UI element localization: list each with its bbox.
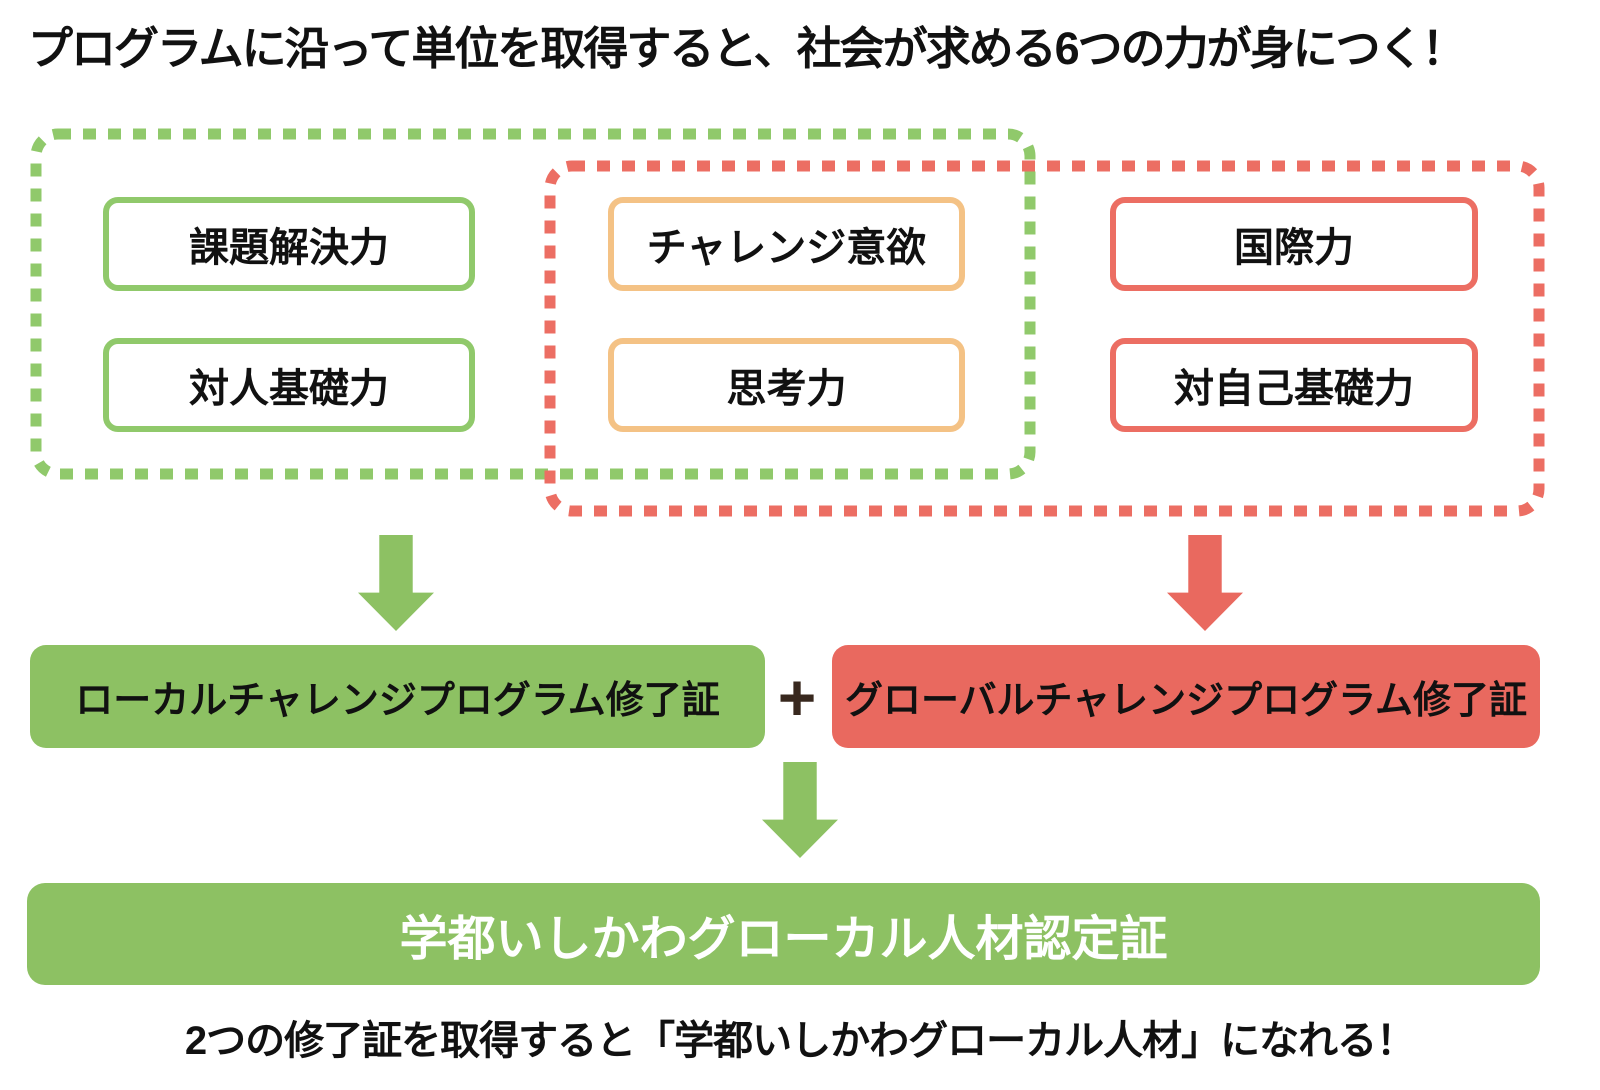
page-title: プログラムに沿って単位を取得すると、社会が求める6つの力が身につく！ — [28, 23, 1467, 74]
ability-label: チャレンジ意欲 — [646, 226, 927, 270]
ability-label: 国際力 — [1234, 226, 1354, 270]
local-certificate-box: ローカルチャレンジプログラム修了証 — [30, 645, 765, 748]
ability-box-interpersonal: 対人基礎力 — [103, 338, 475, 432]
plus-sign: + — [777, 659, 817, 734]
ability-label: 課題解決力 — [189, 226, 389, 270]
local-group-dashed-outline — [30, 128, 1036, 480]
global-group-dashed-outline — [544, 160, 1545, 517]
local-certificate-label: ローカルチャレンジプログラム修了証 — [75, 680, 720, 722]
ability-box-challenge-spirit: チャレンジ意欲 — [608, 197, 965, 291]
global-certificate-label: グローバルチャレンジプログラム修了証 — [844, 680, 1528, 722]
footnote-text: 2つの修了証を取得すると「学都いしかわグローカル人材」になれる！ — [184, 1019, 1416, 1063]
ability-box-thinking: 思考力 — [608, 338, 965, 432]
ability-label: 対人基礎力 — [189, 367, 389, 411]
ability-box-international: 国際力 — [1110, 197, 1478, 291]
ability-box-problem-solving: 課題解決力 — [103, 197, 475, 291]
global-certificate-box: グローバルチャレンジプログラム修了証 — [832, 645, 1540, 748]
final-certificate-box: 学都いしかわグローカル人材認定証 — [27, 883, 1540, 985]
ability-box-self-management: 対自己基礎力 — [1110, 338, 1478, 432]
ability-label: 対自己基礎力 — [1174, 367, 1414, 411]
final-certificate-label: 学都いしかわグローカル人材認定証 — [399, 913, 1168, 966]
ability-label: 思考力 — [726, 367, 847, 411]
